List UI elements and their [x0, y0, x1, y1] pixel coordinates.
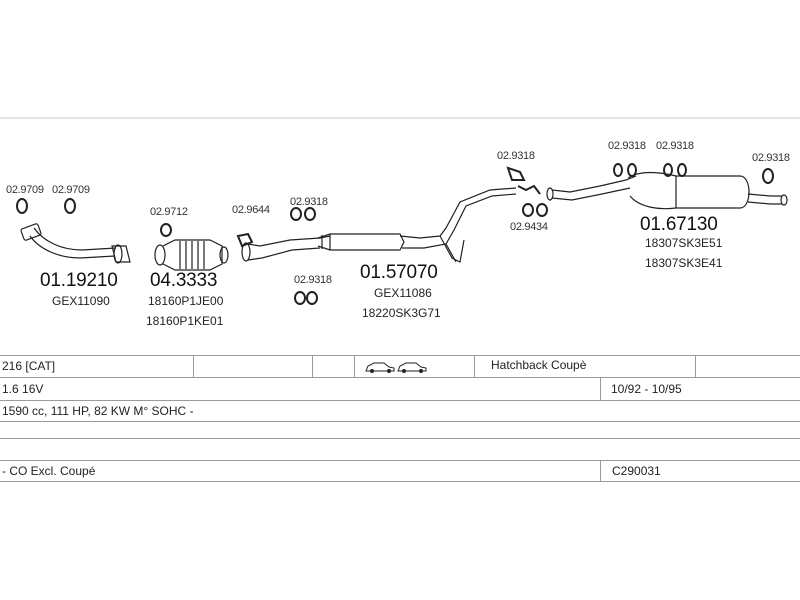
table-rule — [0, 438, 800, 439]
table-rule — [0, 460, 800, 461]
car-icon — [365, 362, 427, 373]
part-number: 01.19210 — [40, 270, 118, 291]
clip-number: 02.9318 — [752, 152, 790, 164]
table-rule — [0, 421, 800, 422]
oe-code: 18160P1KE01 — [146, 314, 224, 328]
clip-number: 02.9644 — [232, 204, 270, 216]
years-cell: 10/92 - 10/95 — [611, 382, 682, 396]
clip-ring-icon — [613, 163, 774, 184]
clip-number: 02.9709 — [6, 184, 44, 196]
table-divider — [600, 460, 601, 481]
part-number: 01.67130 — [640, 214, 718, 235]
body-type-cell: Hatchback Coupè — [491, 358, 587, 372]
oe-code: 18160P1JE00 — [148, 294, 224, 308]
clip-number: 02.9434 — [510, 221, 548, 233]
clip-ring-icon — [16, 198, 76, 214]
clip-number: 02.9318 — [294, 274, 332, 286]
oe-code: GEX11090 — [52, 294, 110, 308]
note-cell: - CO Excl. Coupé — [2, 464, 96, 478]
middle-pipe-drawing — [241, 187, 517, 263]
table-divider — [474, 355, 475, 377]
rear-silencer-drawing — [546, 171, 788, 210]
model-cell: 216 [CAT] — [2, 359, 56, 373]
table-divider — [193, 355, 194, 377]
catalytic-converter-drawing — [154, 239, 229, 271]
clip-number: 02.9318 — [656, 140, 694, 152]
reference-cell: C290031 — [612, 464, 661, 478]
clip-number: 02.9712 — [150, 206, 188, 218]
table-divider — [354, 355, 355, 377]
oe-code: 18307SK3E41 — [645, 256, 723, 270]
clip-ring-icon — [290, 207, 318, 305]
table-rule — [0, 400, 800, 401]
oe-code: 18220SK3G71 — [362, 306, 441, 320]
table-divider — [312, 355, 313, 377]
table-divider — [695, 355, 696, 377]
clip-number: 02.9709 — [52, 184, 90, 196]
clip-number: 02.9318 — [290, 196, 328, 208]
table-divider — [600, 377, 601, 400]
engine-cell: 1.6 16V — [2, 382, 44, 396]
clip-ring-icon — [160, 223, 254, 248]
table-rule — [0, 481, 800, 482]
part-number: 04.3333 — [150, 270, 218, 291]
clip-ring-icon — [506, 166, 548, 217]
front-pipe-drawing — [20, 223, 131, 264]
clip-number: 02.9318 — [608, 140, 646, 152]
engine-spec-cell: 1590 cc, 111 HP, 82 KW M° SOHC - — [2, 404, 194, 418]
table-rule — [0, 355, 800, 356]
table-rule — [0, 377, 800, 378]
part-number: 01.57070 — [360, 262, 438, 283]
oe-code: 18307SK3E51 — [645, 236, 723, 250]
clip-number: 02.9318 — [497, 150, 535, 162]
oe-code: GEX11086 — [374, 286, 432, 300]
